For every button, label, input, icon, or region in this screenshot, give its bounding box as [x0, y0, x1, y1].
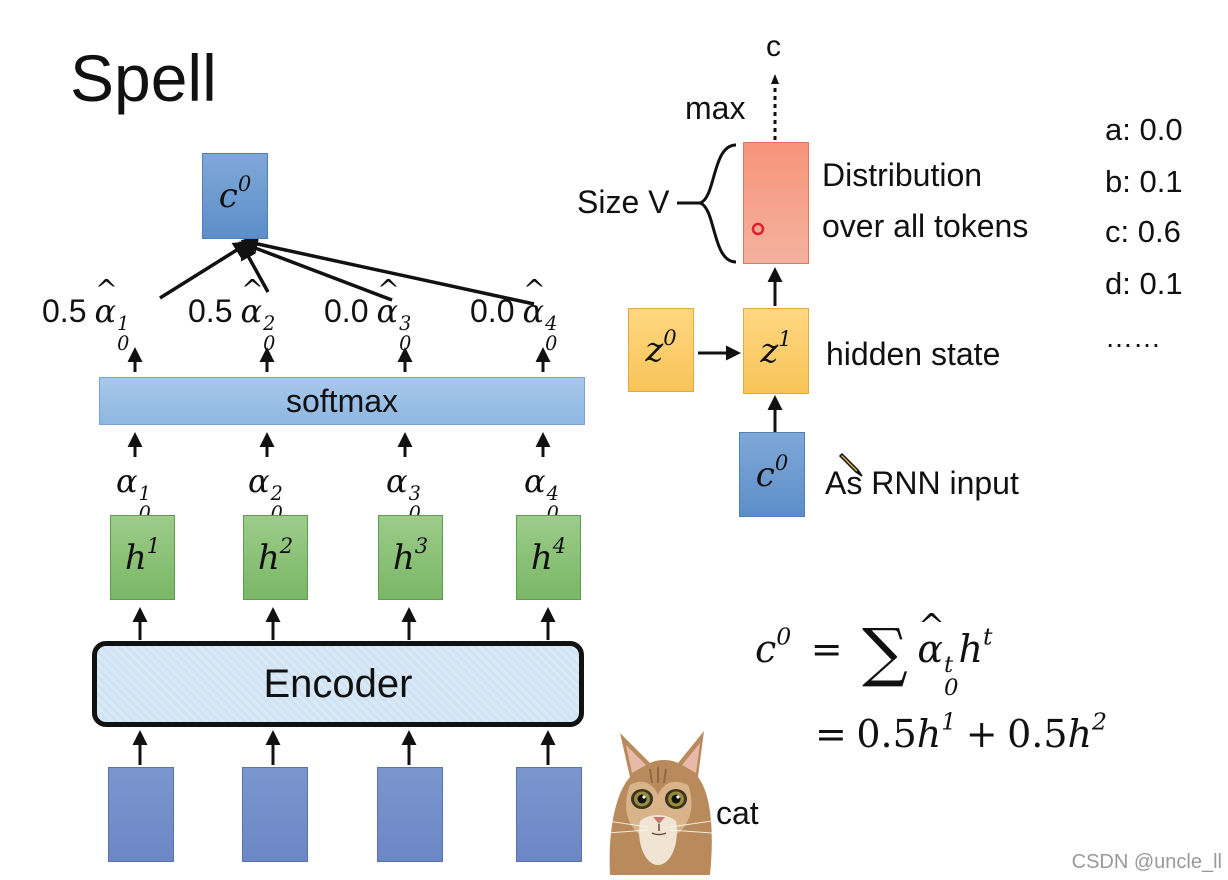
output-token: c: [766, 30, 781, 63]
cat-image: [600, 725, 716, 875]
z1-box: z1: [743, 308, 809, 394]
attention-weight-4: 0.0 α40: [470, 292, 557, 354]
input-frame-4: [516, 767, 582, 862]
hidden-state-label: hidden state: [826, 336, 1001, 372]
token-prob-ellipsis: ……: [1105, 322, 1161, 353]
size-label: Size V: [577, 184, 670, 220]
pencil-cursor-icon: [838, 452, 863, 477]
encoder-block: Encoder: [92, 641, 584, 727]
token-prob-d: d: 0.1: [1105, 266, 1183, 301]
size-brace: [695, 143, 737, 264]
hidden-vector-1: h1: [110, 515, 175, 600]
context-vector-box: c0: [202, 153, 268, 239]
softmax-bar: softmax: [99, 377, 585, 425]
encoder-label: Encoder: [263, 661, 413, 706]
equation-line-2: = 0.5h1 + 0.5h2: [815, 707, 1107, 756]
hidden-vector-4: h4: [516, 515, 581, 600]
attention-weight-1: 0.5 α10: [42, 292, 129, 354]
decoder-arrows: [698, 267, 783, 432]
softmax-label: softmax: [285, 382, 399, 419]
rnn-input-c0-box: c0: [739, 432, 805, 517]
encoder-arrows: [132, 607, 556, 765]
softmax-up-arrows: [127, 347, 551, 457]
input-label: cat: [716, 795, 759, 831]
distribution-box: [743, 142, 809, 264]
input-frame-2: [242, 767, 308, 862]
token-prob-c: c: 0.6: [1105, 214, 1181, 249]
cursor-dot-icon: [751, 222, 765, 236]
hidden-vector-3: h3: [378, 515, 443, 600]
attention-to-context-arrows: [159, 235, 535, 306]
hidden-vector-2: h2: [243, 515, 308, 600]
attention-weight-2: 0.5 α20: [188, 292, 275, 354]
distribution-label-line2: over all tokens: [822, 208, 1029, 244]
input-frame-3: [377, 767, 443, 862]
z0-box: z0: [628, 308, 694, 392]
max-label: max: [685, 90, 746, 126]
watermark-text: CSDN @uncle_ll: [1071, 851, 1222, 873]
token-prob-a: a: 0.0: [1105, 112, 1183, 147]
token-prob-b: b: 0.1: [1105, 164, 1183, 199]
attention-weight-3: 0.0 α30: [324, 292, 411, 354]
distribution-label-line1: Distribution: [822, 157, 983, 193]
slide-title: Spell: [70, 41, 217, 115]
input-frame-1: [108, 767, 174, 862]
